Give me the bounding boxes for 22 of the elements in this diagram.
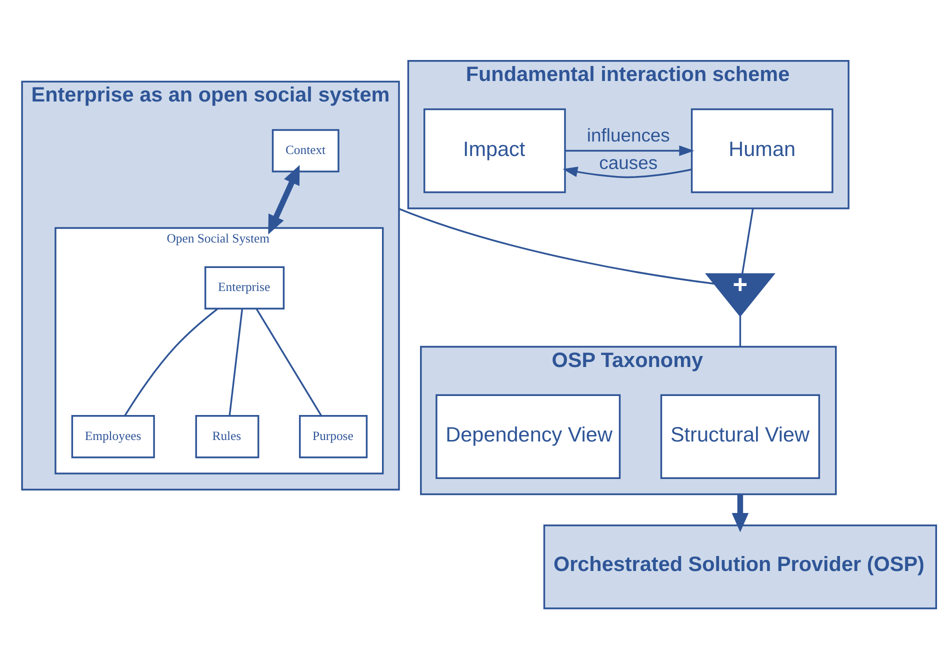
node-box: Orchestrated Solution Provider (OSP) xyxy=(543,524,938,610)
node-box: Employees xyxy=(71,415,155,458)
node-box: Dependency View xyxy=(436,394,621,479)
edge-label: influences xyxy=(586,124,670,146)
node-box: Enterprise xyxy=(204,266,285,310)
node-box: Purpose xyxy=(299,415,368,458)
node-box: Impact xyxy=(424,108,566,194)
arrow xyxy=(268,164,300,235)
connector xyxy=(739,316,742,347)
connector xyxy=(256,308,322,416)
edge-label: causes xyxy=(599,152,658,173)
connector xyxy=(398,208,715,285)
arrow xyxy=(562,166,692,178)
arrow xyxy=(565,146,694,156)
connector xyxy=(741,208,754,274)
connector xyxy=(228,308,244,416)
node-box: Context xyxy=(272,129,340,172)
connector xyxy=(124,308,218,416)
node-box: Human xyxy=(690,108,834,194)
node-box: Structural View xyxy=(660,394,820,479)
arrow xyxy=(732,494,749,532)
node-box: Rules xyxy=(195,415,260,458)
